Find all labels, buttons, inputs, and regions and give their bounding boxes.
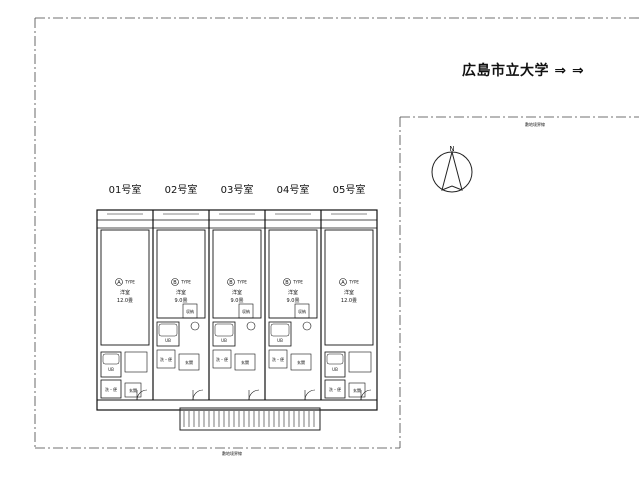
entry-label: 玄関 — [241, 359, 249, 365]
bath-unit — [212, 321, 236, 347]
sink — [190, 321, 200, 331]
storage-label: 収納 — [186, 308, 194, 314]
site-boundary — [34, 17, 639, 449]
room-area: 9.0畳 — [287, 298, 300, 304]
entry-label: 玄関 — [185, 359, 193, 365]
storage-label: 収納 — [298, 308, 306, 314]
building-outline — [96, 209, 378, 411]
bath-label: UB — [108, 367, 114, 372]
entry-label: 玄関 — [353, 387, 361, 393]
room-area: 9.0畳 — [175, 298, 188, 304]
kitchen-area — [124, 351, 148, 373]
type-badge — [283, 278, 291, 286]
bath-label: UB — [277, 338, 283, 343]
bath-unit — [100, 351, 122, 378]
room-label: 洋室 — [176, 289, 186, 296]
type-badge — [227, 278, 235, 286]
direction-label: 広島市立大学 ⇒ ⇒ — [462, 63, 585, 79]
main-room — [212, 229, 262, 319]
toilet-label: 洗・便 — [216, 356, 228, 362]
bath-unit — [156, 321, 180, 347]
entrance — [348, 382, 366, 398]
type-letter: B — [285, 280, 289, 286]
toilet-label: 洗・便 — [105, 386, 117, 392]
room-label: 洋室 — [232, 289, 242, 296]
main-room — [156, 229, 206, 319]
sink — [302, 321, 312, 331]
sink — [246, 321, 256, 331]
type-label: TYPE — [180, 280, 191, 285]
unit-name-label: 02号室 — [165, 183, 198, 196]
type-letter: A — [117, 280, 121, 286]
entry-label: 玄関 — [129, 387, 137, 393]
room-area: 12.0畳 — [117, 298, 133, 304]
type-letter: B — [173, 280, 177, 286]
main-room — [100, 229, 150, 346]
door-swing — [136, 389, 148, 401]
door-swing — [192, 389, 204, 401]
type-letter: B — [229, 280, 233, 286]
type-label: TYPE — [124, 280, 135, 285]
type-badge — [171, 278, 179, 286]
type-badge — [115, 278, 123, 286]
toilet-label: 洗・便 — [329, 386, 341, 392]
type-label: TYPE — [292, 280, 303, 285]
entrance — [124, 382, 142, 398]
room-area: 9.0畳 — [231, 298, 244, 304]
north-compass: N — [431, 145, 473, 193]
bath-label: UB — [332, 367, 338, 372]
storage-label: 収納 — [242, 308, 250, 314]
unit-name-label: 03号室 — [221, 183, 254, 196]
unit-name-label: 01号室 — [109, 183, 142, 196]
bottom-stair — [179, 407, 321, 431]
type-badge — [339, 278, 347, 286]
kitchen-area — [348, 351, 372, 373]
unit-name-label: 05号室 — [333, 183, 366, 196]
bath-label: UB — [165, 338, 171, 343]
room-label: 洋室 — [288, 289, 298, 296]
type-label: TYPE — [236, 280, 247, 285]
door-swing — [248, 389, 260, 401]
boundary-label-top: 敷地境界線 — [525, 121, 545, 127]
main-room — [324, 229, 374, 346]
door-swing — [360, 389, 372, 401]
entry-label: 玄関 — [297, 359, 305, 365]
bath-unit — [268, 321, 292, 347]
toilet-label: 洗・便 — [272, 356, 284, 362]
bath-unit — [324, 351, 346, 378]
room-label: 洋室 — [120, 289, 130, 296]
entrance — [290, 353, 312, 371]
type-letter: A — [341, 280, 345, 286]
unit-name-label: 04号室 — [277, 183, 310, 196]
compass-letter: N — [449, 145, 454, 153]
room-label: 洋室 — [344, 289, 354, 296]
main-room — [268, 229, 318, 319]
storage — [294, 303, 310, 319]
storage — [238, 303, 254, 319]
entrance — [178, 353, 200, 371]
boundary-label-bottom: 敷地境界線 — [222, 450, 242, 456]
room-area: 12.0畳 — [341, 298, 357, 304]
bath-label: UB — [221, 338, 227, 343]
entrance — [234, 353, 256, 371]
door-swing — [304, 389, 316, 401]
toilet-label: 洗・便 — [160, 356, 172, 362]
storage — [182, 303, 198, 319]
type-label: TYPE — [348, 280, 359, 285]
